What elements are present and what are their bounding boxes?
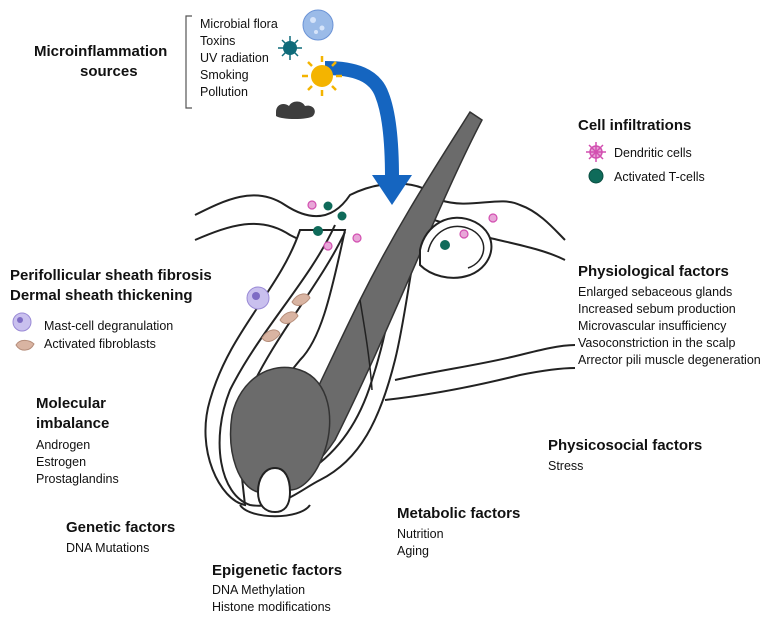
dermal-vessel (359, 299, 373, 391)
tissue-fibroblasts (261, 293, 311, 342)
list-item: Histone modifications (212, 600, 331, 614)
physiological-list: Enlarged sebaceous glands Increased sebu… (578, 284, 761, 369)
activated-t-cells-label: Activated T-cells (614, 170, 705, 184)
fibrosis-title-line1: Perifollicular sheath fibrosis (10, 267, 212, 284)
cell-infiltrations-title: Cell infiltrations (578, 117, 692, 134)
dermal-papilla (256, 466, 292, 514)
physiological-title: Physiological factors (578, 263, 729, 280)
molecular-title-line2: imbalance (36, 415, 110, 432)
t-cell-icon (588, 168, 604, 184)
arrector-pili-muscle-lower (384, 367, 576, 401)
smoke-icon (276, 101, 315, 119)
tissue-t-cells (313, 201, 450, 250)
mast-cell-label: Mast-cell degranulation (44, 319, 174, 333)
microbial-flora-icon (302, 9, 334, 41)
list-item: Enlarged sebaceous glands (578, 285, 733, 299)
microinflammation-list: Microbial flora Toxins UV radiation Smok… (200, 16, 278, 101)
stress-label: Stress (548, 459, 584, 473)
microinflammation-title-line1: Microinflammation (34, 43, 168, 60)
molecular-title-line1: Molecular (36, 395, 107, 412)
sun-icon (302, 56, 342, 96)
molecular-list: Androgen Estrogen Prostaglandins (36, 437, 119, 488)
list-item: Increased sebum production (578, 302, 736, 316)
list-item: DNA Methylation (212, 583, 306, 597)
list-item: Microvascular insufficiency (578, 319, 727, 333)
list-item: Vasoconstriction in the scalp (578, 336, 736, 350)
fibrosis-title-line2: Dermal sheath thickening (10, 287, 193, 304)
list-item: Estrogen (36, 455, 87, 469)
physicosocial-title: Physicosocial factors (548, 437, 703, 454)
list-item: Toxins (200, 34, 236, 48)
epigenetic-list: DNA Methylation Histone modifications (212, 582, 331, 616)
epidermis-outer-line (194, 182, 566, 241)
fibroblast-icon (15, 339, 35, 351)
fibroblasts-label: Activated fibroblasts (44, 337, 156, 351)
dendritic-cell-icon (586, 142, 606, 162)
inflammation-arrow (324, 61, 399, 179)
microinflammation-title: Microinflammation sources (34, 42, 167, 82)
list-item: Prostaglandins (36, 472, 119, 486)
microinflammation-title-line2: sources (80, 63, 138, 80)
list-item: UV radiation (200, 51, 269, 65)
list-item: Androgen (36, 438, 91, 452)
epigenetic-title: Epigenetic factors (212, 562, 343, 579)
arrector-pili-muscle (394, 344, 576, 381)
toxin-icon (278, 36, 302, 60)
list-item: Smoking (200, 68, 249, 82)
dna-mutations-label: DNA Mutations (66, 541, 150, 555)
list-item: Aging (397, 544, 429, 558)
fibrosis-title: Perifollicular sheath fibrosis Dermal sh… (10, 266, 212, 306)
metabolic-title: Metabolic factors (397, 505, 521, 522)
list-item: Pollution (200, 85, 248, 99)
bulb-outer-line (239, 504, 311, 518)
list-item: Microbial flora (200, 17, 278, 31)
dendritic-cells-label: Dendritic cells (614, 146, 692, 160)
list-item: Arrector pili muscle degeneration (578, 353, 761, 367)
mast-cell-icon (12, 312, 32, 332)
molecular-title: Molecular imbalance (36, 394, 109, 434)
list-item: Nutrition (397, 527, 444, 541)
tissue-dendritic-cells (307, 200, 498, 251)
genetic-title: Genetic factors (66, 519, 176, 536)
microinflammation-bracket (185, 15, 192, 109)
sebaceous-gland-inner (427, 225, 485, 269)
metabolic-list: Nutrition Aging (397, 526, 444, 560)
tissue-mast-cell (246, 286, 270, 310)
sebaceous-gland (419, 216, 493, 279)
inflammation-arrow-head (372, 175, 412, 205)
